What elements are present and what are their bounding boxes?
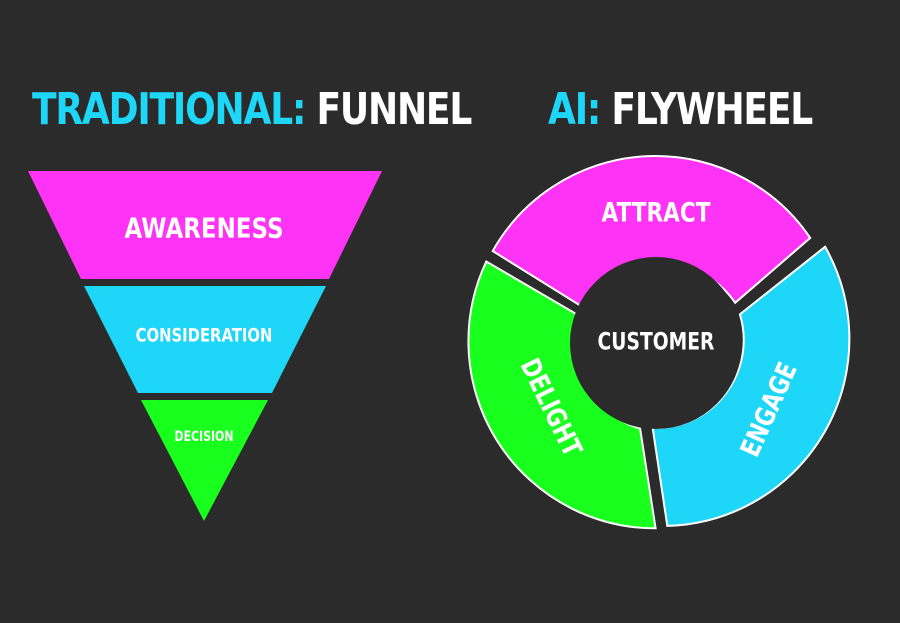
funnel-title-prefix: TRADITIONAL:: [32, 84, 306, 135]
funnel-stage-decision: [141, 400, 268, 521]
funnel: AWARENESS CONSIDERATION DECISION: [28, 171, 382, 521]
funnel-stage-awareness: [28, 171, 382, 279]
flywheel-segment-attract-label: ATTRACT: [602, 196, 711, 228]
flywheel-center: [570, 257, 742, 429]
funnel-title: TRADITIONAL: FUNNEL: [32, 88, 472, 132]
funnel-title-suffix: FUNNEL: [316, 84, 473, 135]
funnel-stage-awareness-label: AWARENESS: [124, 213, 283, 246]
flywheel: ATTRACT ENGAGE DELIGHT CUSTOMER: [467, 155, 851, 530]
flywheel-title: AI: FLYWHEEL: [548, 88, 813, 132]
funnel-stage-consideration-label: CONSIDERATION: [136, 325, 273, 347]
flywheel-center-label: CUSTOMER: [598, 329, 715, 357]
flywheel-title-suffix: FLYWHEEL: [611, 84, 813, 135]
flywheel-title-prefix: AI:: [548, 84, 601, 135]
flywheel-segment-engage: [651, 245, 851, 527]
funnel-stage-decision-label: DECISION: [175, 428, 234, 445]
funnel-stage-consideration: [84, 286, 326, 393]
